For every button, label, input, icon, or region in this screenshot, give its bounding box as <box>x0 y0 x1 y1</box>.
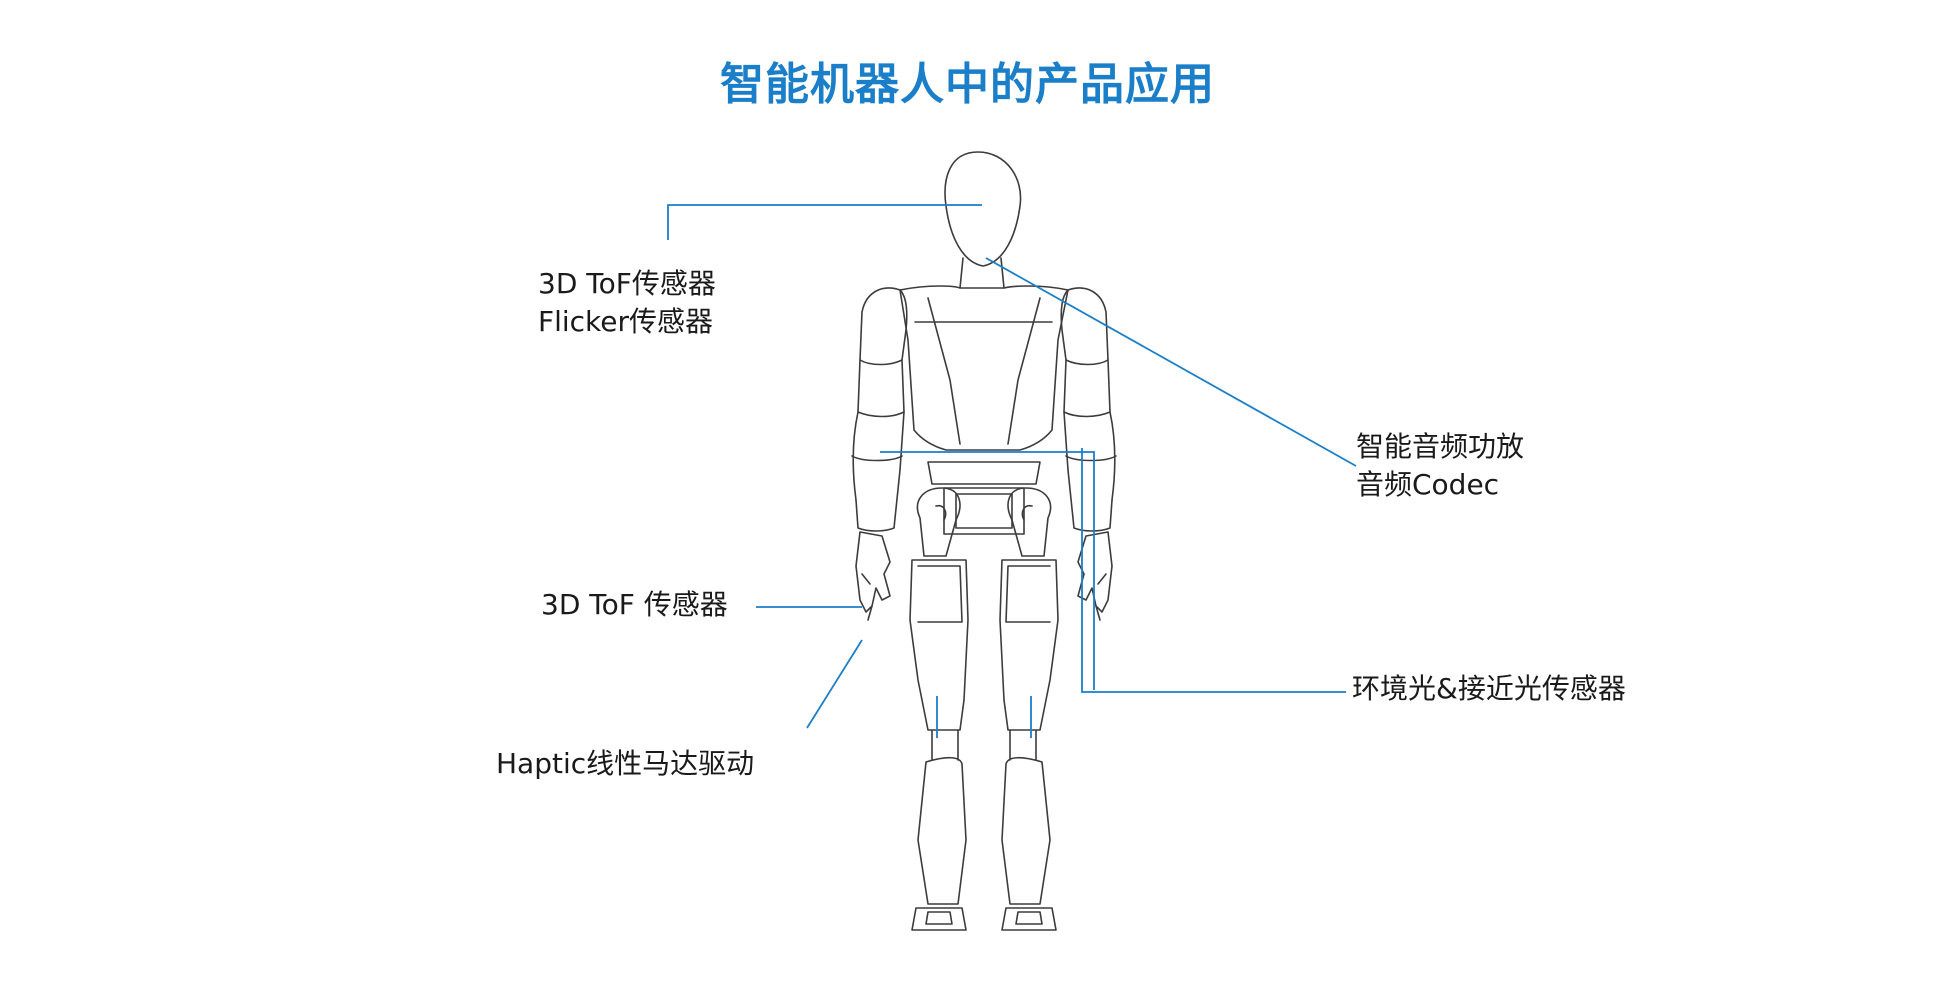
robot-right-forearm <box>1063 411 1116 532</box>
robot-left-upper-arm <box>857 359 905 418</box>
robot-left-thigh <box>909 559 969 731</box>
label-head-flicker: Flicker传感器 <box>538 305 714 338</box>
label-audio: 智能音频功放 音频Codec <box>1356 428 1524 504</box>
label-head-sensors: 3D ToF传感器 Flicker传感器 <box>538 265 716 341</box>
robot-right-foot <box>1001 907 1057 931</box>
label-audio-amp: 智能音频功放 <box>1356 430 1525 463</box>
label-hand-tof: 3D ToF 传感器 <box>541 588 728 621</box>
robot-right-shoulder <box>1060 287 1109 366</box>
diagram-title: 智能机器人中的产品应用 <box>720 59 1215 110</box>
leader-line-haptic <box>806 639 863 729</box>
leader-lines <box>667 204 1357 738</box>
robot-right-thigh <box>999 559 1059 731</box>
robot-left-shin <box>917 756 967 905</box>
robot-torso <box>899 285 1069 451</box>
robot-left-foot <box>911 907 967 931</box>
leader-line-head <box>667 204 982 240</box>
robot-head <box>944 151 1022 267</box>
robot-neck <box>959 257 1005 289</box>
leader-line-ambient-2 <box>1081 448 1346 693</box>
robot-right-upper-arm <box>1063 359 1111 418</box>
label-head-tof: 3D ToF传感器 <box>538 267 716 300</box>
robot-left-forearm <box>852 411 905 532</box>
robot-right-shin <box>1001 756 1051 905</box>
label-audio-codec: 音频Codec <box>1356 468 1500 501</box>
robot-left-shoulder <box>859 287 908 366</box>
robot-left-hand <box>855 531 891 613</box>
leader-line-audio <box>985 257 1357 467</box>
robot-right-hip <box>1007 487 1052 557</box>
robot-figure <box>851 151 1117 931</box>
label-haptic: Haptic线性马达驱动 <box>496 747 755 780</box>
leader-line-ambient <box>880 451 1095 690</box>
robot-left-hip <box>916 487 961 557</box>
robot-right-hand <box>1077 531 1113 613</box>
label-ambient-proximity: 环境光&接近光传感器 <box>1352 672 1626 705</box>
